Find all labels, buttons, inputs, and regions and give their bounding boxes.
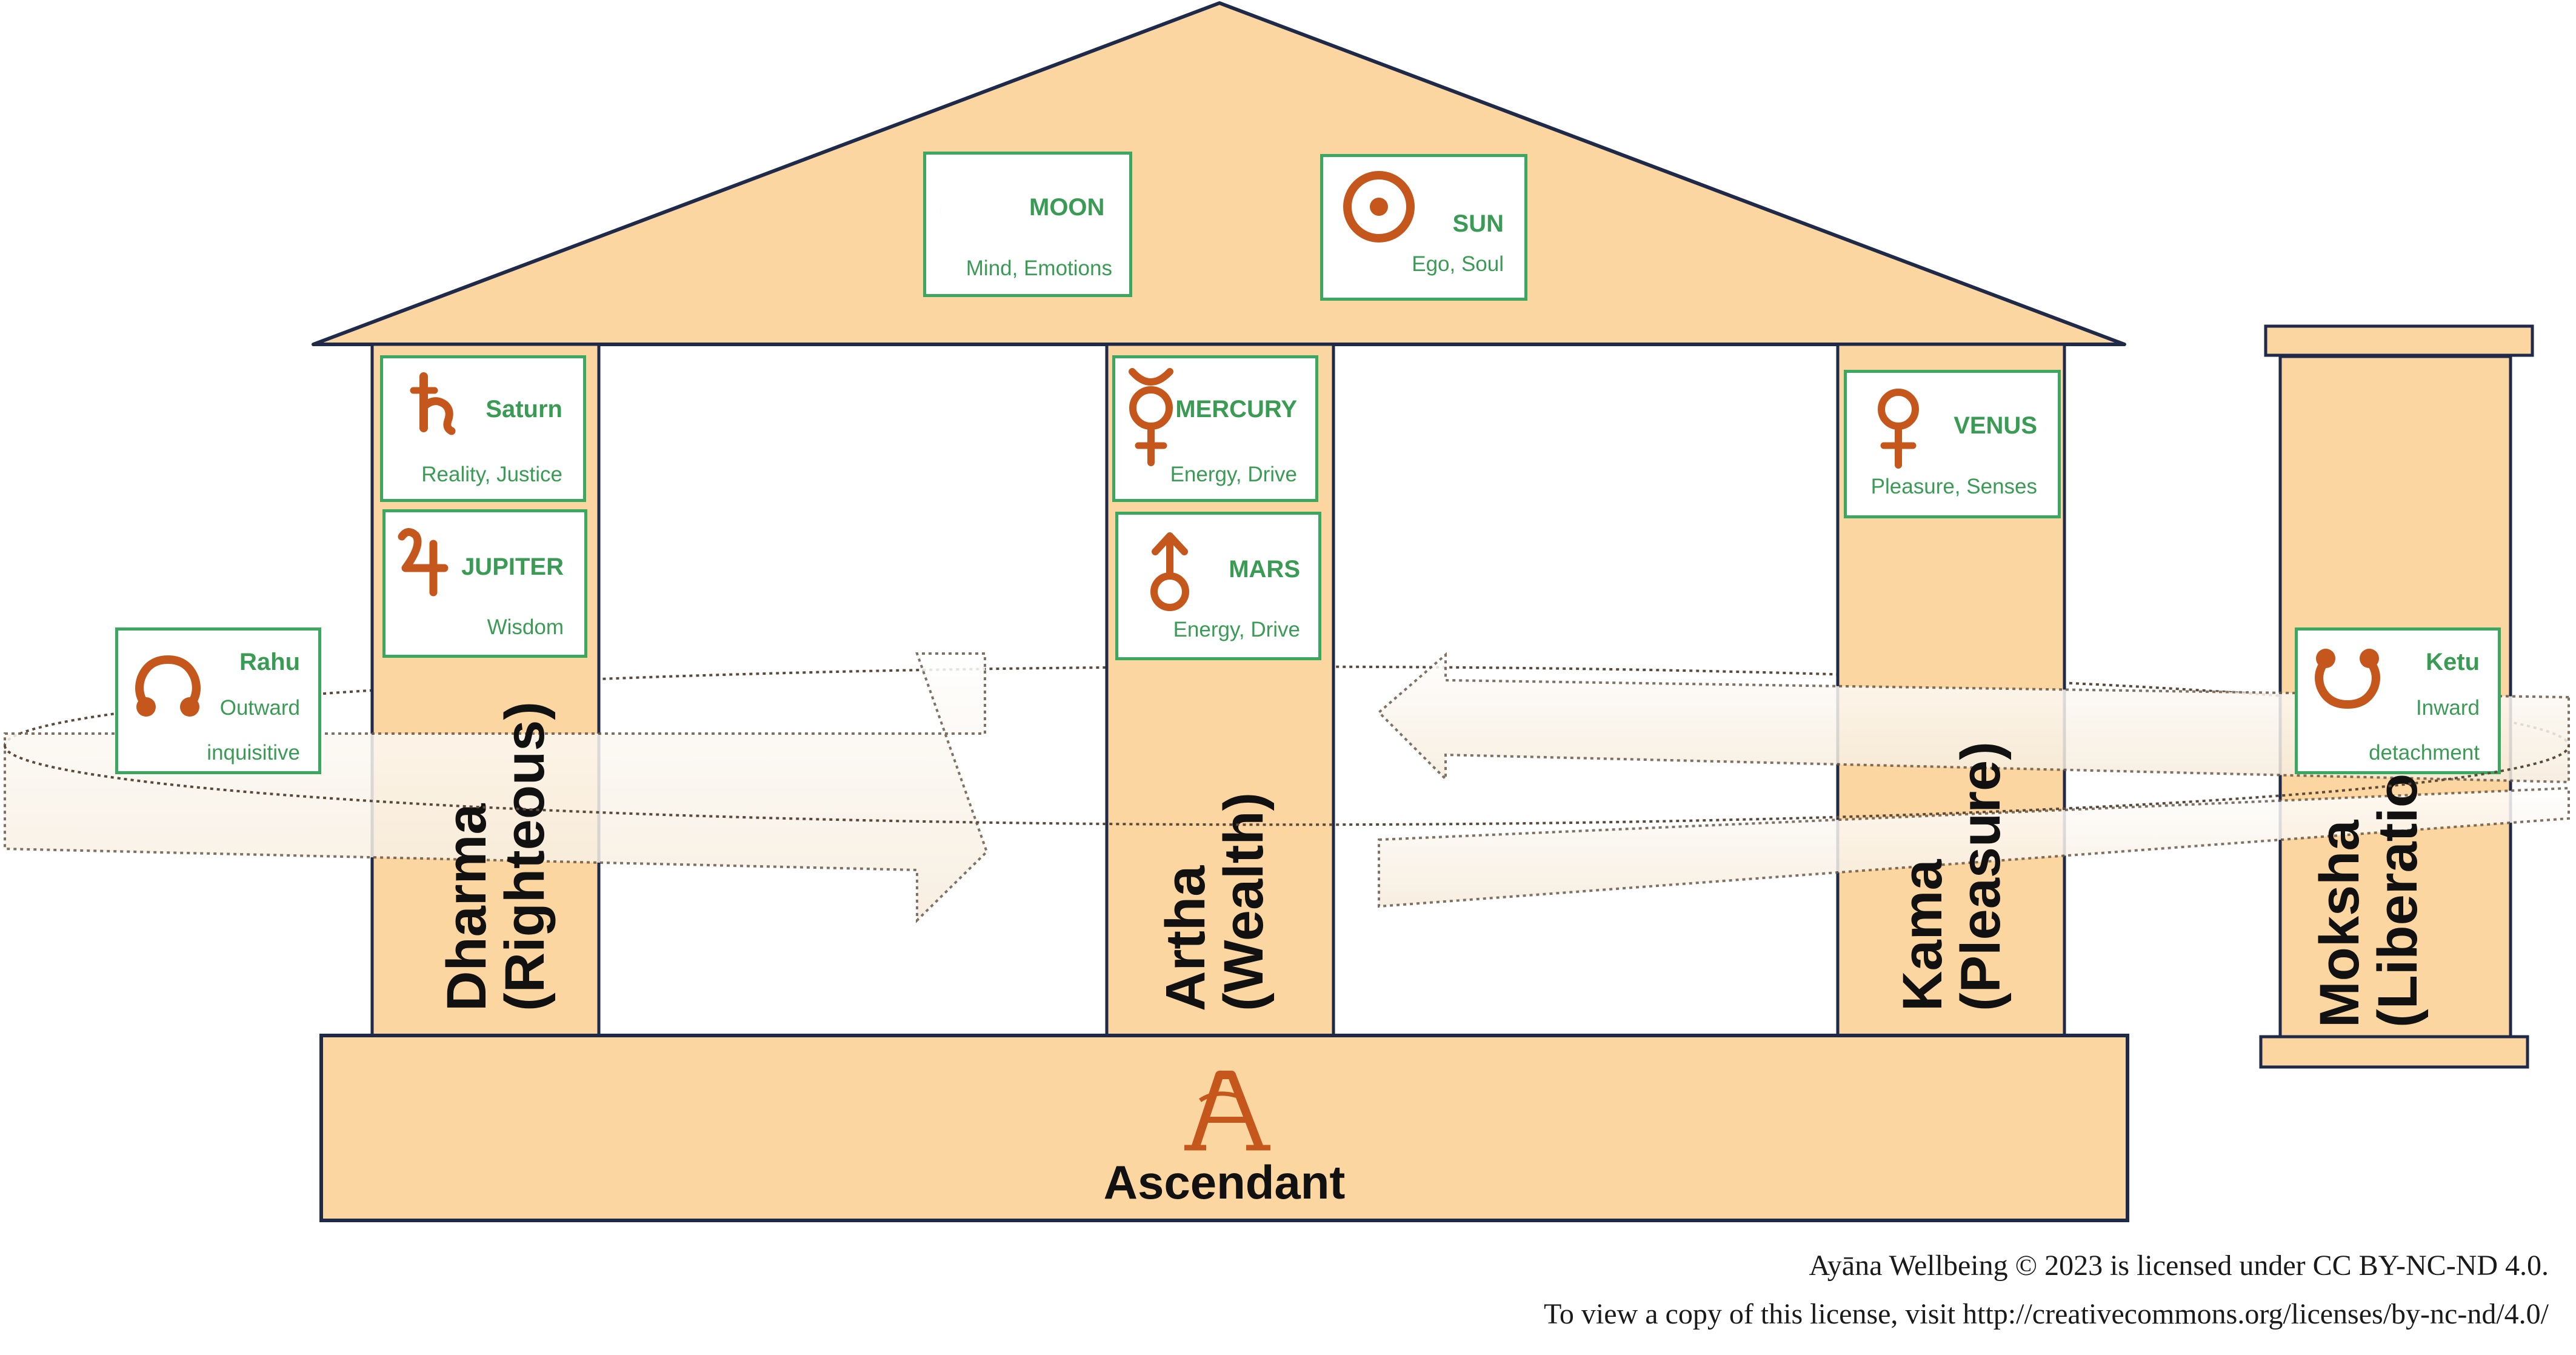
foundation-ascendant — [319, 1034, 2129, 1222]
planet-box-saturn: Saturn Reality, Justice — [380, 355, 586, 502]
temple-roof — [312, 1, 2126, 346]
pillar-label-kama: Kama(Pleasure) — [1892, 741, 2012, 1011]
venus-icon — [1874, 385, 1923, 470]
planet-box-mercury: MERCURY Energy, Drive — [1112, 355, 1318, 502]
planet-box-mars: MARS Energy, Drive — [1115, 512, 1321, 660]
planet-box-ketu: Ketu Inward detachment — [2295, 627, 2501, 774]
planet-box-jupiter: JUPITER Wisdom — [382, 509, 587, 658]
mercury-icon — [1121, 366, 1182, 469]
license-line-1: Ayāna Wellbeing © 2023 is licensed under… — [1809, 1250, 2549, 1282]
pillar-label-moksha: Moksha(Liberation — [2309, 739, 2429, 1028]
ketu-icon — [2311, 644, 2384, 711]
moksha-capital — [2264, 324, 2534, 357]
planet-box-moon: MOON Mind, Emotions — [923, 152, 1132, 297]
moon-icon — [940, 176, 1008, 249]
planet-box-sun: SUN Ego, Soul — [1320, 154, 1527, 301]
ascendant-label: Ascendant — [1103, 1156, 1346, 1209]
ascendant-a-icon — [1184, 1071, 1270, 1151]
sun-icon — [1341, 169, 1417, 245]
license-line-2: To view a copy of this license, visit ht… — [1543, 1298, 2549, 1330]
planet-box-venus: VENUS Pleasure, Senses — [1844, 370, 2061, 518]
mars-icon — [1146, 530, 1194, 615]
rahu-icon — [132, 654, 204, 720]
moksha-base — [2259, 1035, 2529, 1069]
saturn-icon — [410, 372, 459, 435]
jupiter-icon — [395, 526, 455, 598]
planet-box-rahu: Rahu Outward inquisitive — [115, 627, 321, 774]
pillar-label-artha: Artha(Wealth) — [1155, 792, 1275, 1011]
pillar-label-dharma: Dharma(Righteous) — [436, 701, 556, 1011]
